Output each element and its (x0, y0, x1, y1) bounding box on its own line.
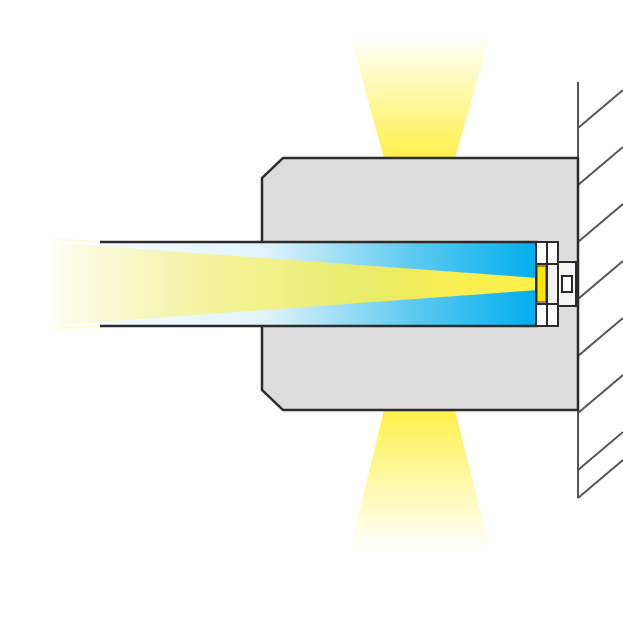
end-cap (535, 241, 577, 327)
blue-gradient-diffuser (44, 240, 538, 328)
bottom-light-beam (350, 410, 490, 550)
yellow-led-chip (536, 265, 547, 303)
hatched-wall (577, 82, 623, 499)
top-light-beam (350, 35, 490, 158)
